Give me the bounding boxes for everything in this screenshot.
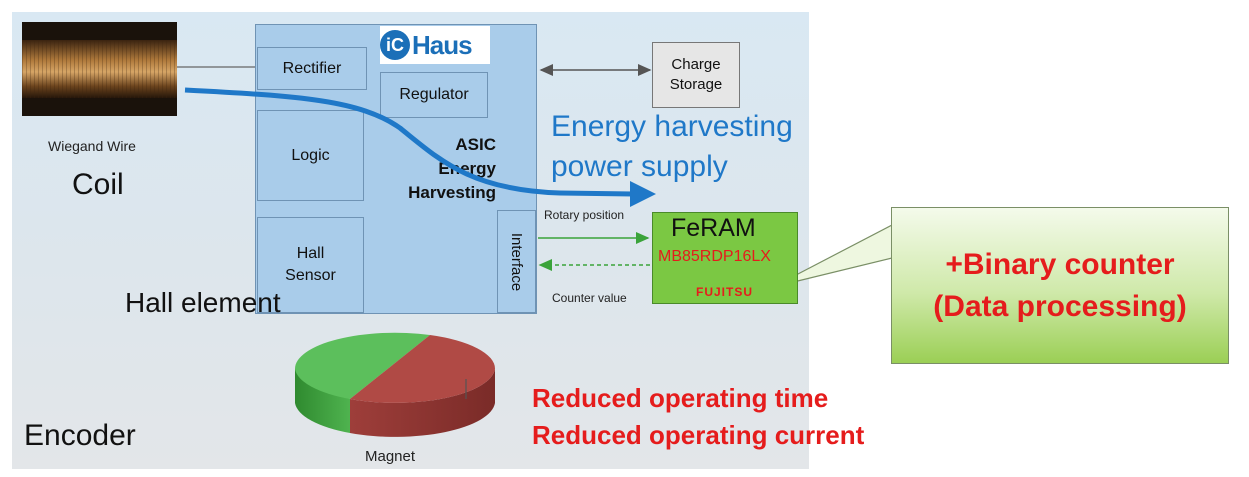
asic-title-line3: Harvesting xyxy=(408,183,496,202)
hall-sensor-label-1: Hall xyxy=(296,245,325,262)
callout-line2: (Data processing) xyxy=(933,289,1187,323)
callout-line1: +Binary counter xyxy=(945,247,1175,281)
fujitsu-logo: FUJITSU xyxy=(696,285,754,299)
reduced-notes: Reduced operating time Reduced operating… xyxy=(532,380,864,454)
energy-flow-arrowhead xyxy=(630,181,656,207)
regulator-label: Regulator xyxy=(399,86,469,103)
energy-harvesting-line1: Energy harvesting xyxy=(551,110,793,143)
charge-storage-label-1: Charge xyxy=(671,56,721,73)
binary-counter-callout: +Binary counter (Data processing) xyxy=(891,207,1229,364)
logic-label: Logic xyxy=(291,146,330,164)
feram-part-number: MB85RDP16LX xyxy=(658,248,771,265)
reduced-current-text: Reduced operating current xyxy=(532,420,865,450)
rotary-position-label: Rotary position xyxy=(544,208,625,222)
magnet-image xyxy=(294,332,496,437)
rectifier-block: Rectifier xyxy=(257,47,367,90)
ic-haus-logo-mark: iC xyxy=(380,30,410,60)
counter-value-label: Counter value xyxy=(552,291,627,305)
hall-element-label: Hall element xyxy=(125,287,281,318)
asic-title-line1: ASIC xyxy=(455,135,496,154)
reduced-time-text: Reduced operating time xyxy=(532,383,829,413)
energy-harvesting-caption: Energy harvesting power supply xyxy=(551,107,793,187)
encoder-label: Encoder xyxy=(24,419,136,452)
asic-title-line2: Energy xyxy=(438,159,496,178)
magnet-label: Magnet xyxy=(365,448,416,465)
logic-block: Logic xyxy=(257,110,364,201)
coil-image xyxy=(22,22,177,116)
interface-block: Interface xyxy=(497,210,536,313)
hall-sensor-block: Hall Sensor xyxy=(257,217,364,313)
rectifier-label: Rectifier xyxy=(282,59,342,77)
charge-storage-block: Charge Storage xyxy=(652,42,740,108)
energy-flow-arrow xyxy=(184,87,634,197)
charge-storage-label-2: Storage xyxy=(669,76,723,93)
ic-haus-logo-text: Haus xyxy=(412,29,473,60)
energy-harvesting-line2: power supply xyxy=(551,150,728,183)
hall-sensor-label-2: Sensor xyxy=(285,267,336,284)
coil-label: Coil xyxy=(72,168,124,201)
feram-block xyxy=(652,212,798,304)
regulator-block: Regulator xyxy=(380,72,488,118)
asic-title: ASIC Energy Harvesting xyxy=(400,133,496,205)
wiegand-coil-photo xyxy=(22,22,177,116)
wiegand-wire-label: Wiegand Wire xyxy=(48,138,136,154)
feram-label: FeRAM xyxy=(671,214,756,242)
